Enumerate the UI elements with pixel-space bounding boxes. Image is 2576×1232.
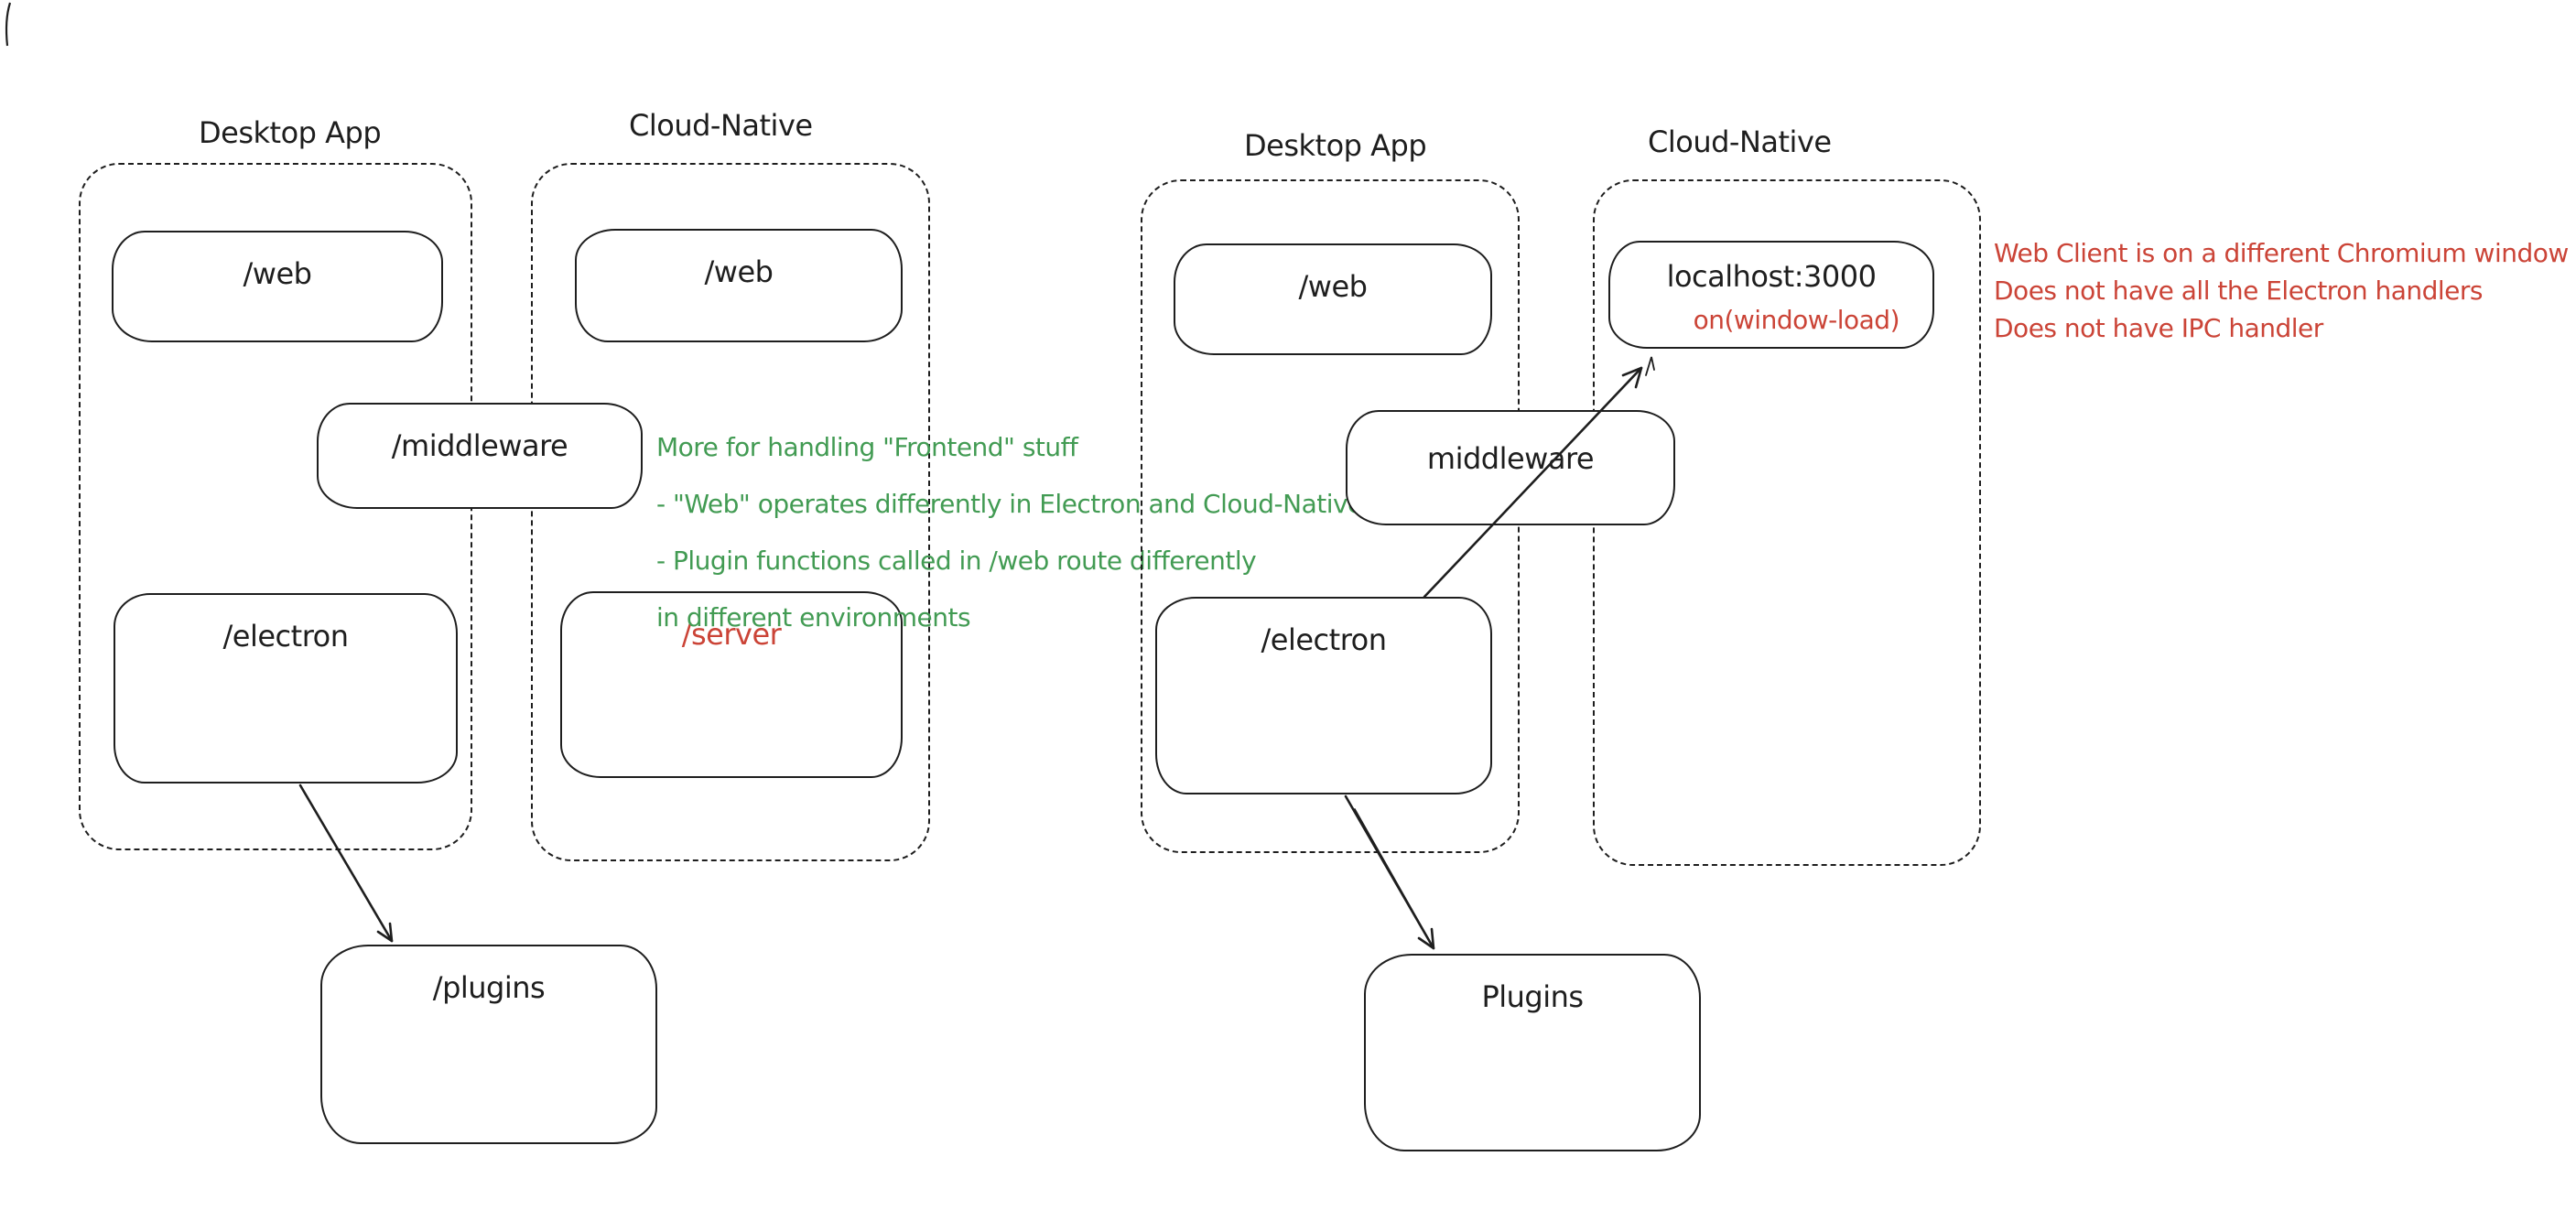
red-note: Web Client is on a different Chromium wi… bbox=[1994, 234, 2569, 347]
left-server-box: /server bbox=[560, 591, 903, 778]
left-electron-box: /electron bbox=[114, 593, 458, 784]
green-note-line-4: in different environments bbox=[656, 602, 971, 632]
stray-stroke bbox=[5, 2, 12, 47]
left-middleware-label: /middleware bbox=[391, 428, 568, 463]
right-desktop-container-label: Desktop App bbox=[1244, 128, 1427, 163]
right-localhost-label: localhost:3000 bbox=[1666, 259, 1877, 294]
right-desktop-web-box: /web bbox=[1174, 243, 1492, 355]
left-cloud-container bbox=[531, 163, 930, 861]
left-desktop-container-label: Desktop App bbox=[199, 115, 382, 150]
left-electron-label: /electron bbox=[222, 619, 350, 654]
red-note-line-2: Does not have all the Electron handlers bbox=[1994, 276, 2484, 306]
right-localhost-box: localhost:3000 on(window-load) bbox=[1608, 241, 1934, 349]
right-middleware-label: middleware bbox=[1426, 441, 1595, 476]
right-on-window-load-label: on(window-load) bbox=[1693, 305, 1900, 335]
right-plugins-label: Plugins bbox=[1481, 979, 1584, 1014]
right-cloud-container-label: Cloud-Native bbox=[1648, 124, 1832, 159]
left-cloud-web-label: /web bbox=[704, 254, 774, 289]
green-note-line-3: - Plugin functions called in /web route … bbox=[656, 546, 1257, 576]
left-server-label: /server bbox=[681, 617, 782, 652]
right-middleware-box: middleware bbox=[1346, 410, 1675, 525]
right-electron-label: /electron bbox=[1261, 622, 1388, 657]
right-plugins-box: Plugins bbox=[1364, 954, 1701, 1151]
left-cloud-web-box: /web bbox=[575, 229, 903, 342]
red-note-line-1: Web Client is on a different Chromium wi… bbox=[1994, 238, 2569, 268]
green-note-line-2: - "Web" operates differently in Electron… bbox=[656, 489, 1363, 519]
right-desktop-web-label: /web bbox=[1298, 269, 1368, 304]
left-plugins-box: /plugins bbox=[320, 945, 657, 1144]
left-middleware-box: /middleware bbox=[317, 403, 643, 509]
left-desktop-web-label: /web bbox=[243, 256, 312, 291]
red-note-line-3: Does not have IPC handler bbox=[1994, 313, 2323, 343]
left-plugins-label: /plugins bbox=[432, 970, 546, 1005]
left-cloud-container-label: Cloud-Native bbox=[629, 108, 813, 143]
green-note-line-1: More for handling "Frontend" stuff bbox=[656, 432, 1078, 462]
right-electron-box: /electron bbox=[1155, 597, 1492, 794]
left-desktop-web-box: /web bbox=[112, 231, 443, 342]
green-note: More for handling "Frontend" stuff - "We… bbox=[656, 419, 1363, 646]
